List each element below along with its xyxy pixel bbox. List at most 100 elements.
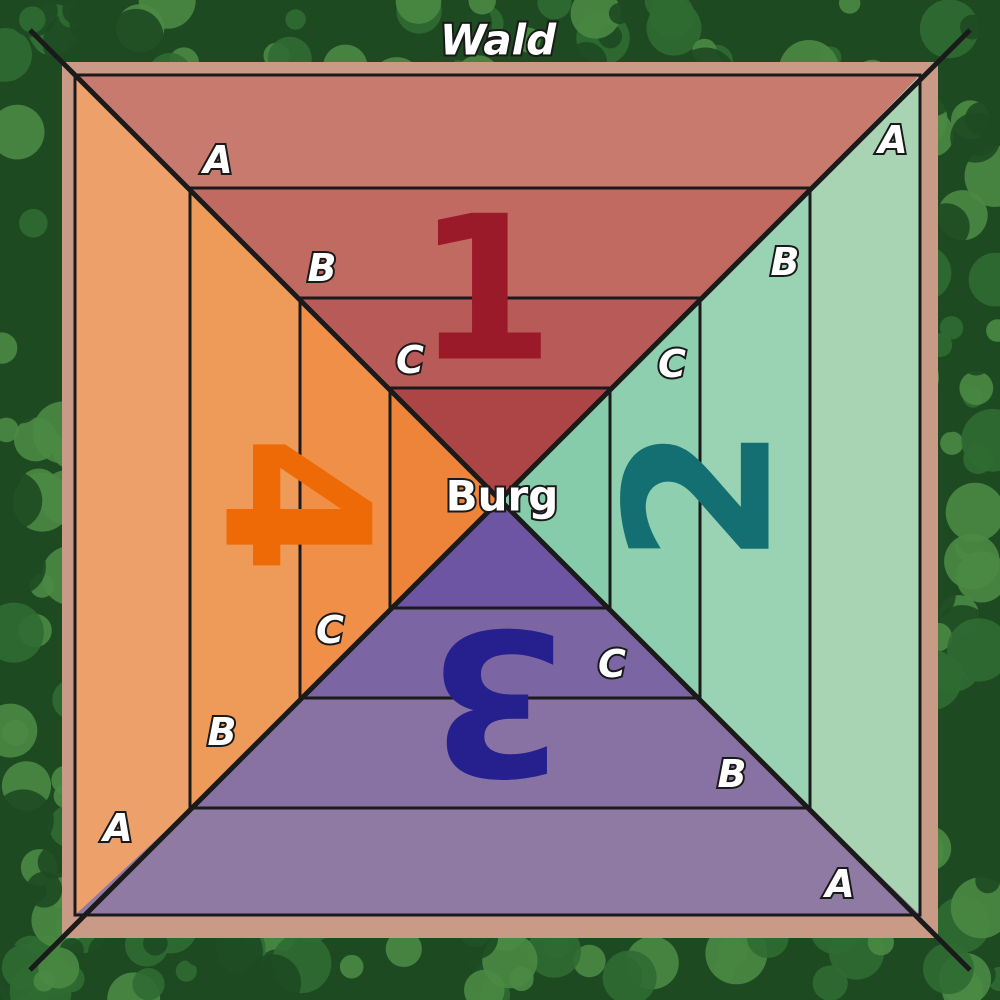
ring-label-left-b: B — [208, 710, 237, 754]
tree-clump — [939, 316, 964, 340]
quadrant-1-ring-1[interactable] — [75, 75, 920, 188]
ring-label-left-c: C — [316, 608, 344, 652]
tree-clump — [0, 280, 25, 306]
quadrant-4-ring-1[interactable] — [75, 75, 190, 915]
ring-label-left-a: A — [100, 806, 132, 850]
quadrant-2-ring-4[interactable] — [500, 388, 610, 608]
quadrant-number-1: 1 — [415, 174, 554, 407]
ring-outline-1 — [73, 73, 922, 917]
ring-label-top-c: C — [396, 338, 424, 382]
tree-clump — [839, 0, 861, 14]
tree-clump — [468, 0, 496, 15]
quadrant-4-ring-2[interactable] — [190, 188, 300, 808]
ring-label-top-b: B — [308, 246, 337, 290]
tree-clump — [19, 208, 48, 238]
quadrant-3-ring-3[interactable] — [300, 608, 700, 698]
tree-clump — [0, 471, 43, 531]
tree-clump — [132, 968, 165, 1000]
quadrant-number-4: 4 — [179, 435, 412, 574]
tree-clump — [19, 6, 46, 33]
ring-outline-2 — [188, 186, 812, 810]
castle-label: Burg — [446, 472, 559, 521]
tree-clump — [537, 0, 572, 20]
tree-clump — [986, 319, 1000, 342]
ring-label-bottom-a: A — [822, 862, 854, 906]
tree-clump — [602, 950, 657, 1000]
tree-clump — [2, 386, 40, 424]
tree-clump — [385, 930, 422, 968]
tree-clump — [956, 551, 1000, 603]
quadrant-4-ring-3[interactable] — [300, 298, 390, 698]
tree-clump — [933, 401, 964, 433]
tree-clump — [573, 944, 606, 978]
tree-clump — [515, 27, 541, 53]
tree-clump — [965, 101, 999, 136]
tree-clump — [0, 703, 38, 758]
tree-clump — [243, 954, 302, 1000]
tree-clump — [945, 482, 1000, 542]
tree-clump — [960, 345, 992, 376]
tree-clump — [812, 965, 848, 1000]
tree-clump — [0, 28, 32, 82]
quadrant-field — [75, 75, 920, 915]
tree-clump — [38, 947, 80, 989]
tree-clump — [41, 432, 63, 454]
tree-clump — [771, 977, 812, 1000]
ring-label-right-b: B — [771, 240, 800, 284]
tree-clump — [777, 0, 805, 27]
quadrant-3-ring-4[interactable] — [390, 500, 610, 608]
ring-label-bottom-c: C — [598, 642, 626, 686]
tree-clump — [509, 966, 534, 991]
tree-clump — [968, 252, 1000, 307]
tree-clump — [339, 954, 364, 979]
quadrant-4-ring-4[interactable] — [390, 388, 500, 608]
tree-clump — [0, 602, 44, 663]
tree-clump — [0, 789, 54, 851]
tree-clump — [62, 0, 91, 25]
quadrant-3-ring-2[interactable] — [190, 698, 810, 808]
ring-outline-3 — [298, 296, 702, 700]
quadrant-1-ring-3[interactable] — [300, 298, 700, 388]
tree-clump — [940, 431, 964, 455]
quadrant-1-ring-4[interactable] — [390, 388, 610, 500]
tree-clump — [0, 538, 46, 595]
tree-clump — [861, 0, 911, 30]
tree-clump — [608, 2, 631, 25]
tree-clump — [236, 34, 260, 58]
tree-clump — [0, 104, 45, 160]
ring-label-bottom-b: B — [718, 752, 747, 796]
tree-clump — [285, 9, 306, 30]
forest-label: Wald — [440, 16, 557, 65]
tree-clump — [0, 417, 19, 443]
tree-clump — [26, 871, 63, 908]
tree-clump — [175, 960, 197, 982]
diagonal-line-anti — [28, 28, 972, 972]
tree-clump — [963, 444, 994, 474]
tree-clump — [108, 8, 164, 64]
ring-label-right-c: C — [658, 342, 686, 386]
tree-clump — [947, 618, 1000, 682]
tree-clump — [923, 943, 974, 995]
tree-clump — [358, 970, 402, 1000]
quadrant-1-ring-2[interactable] — [190, 188, 810, 298]
quadrant-2-ring-2[interactable] — [700, 188, 810, 808]
quadrant-number-3: 3 — [427, 584, 566, 817]
quadrant-number-2: 2 — [584, 425, 817, 564]
tree-clump — [919, 0, 979, 59]
quadrant-2-ring-1[interactable] — [810, 75, 920, 915]
tree-clump — [959, 371, 994, 405]
tree-clump — [450, 23, 488, 61]
tree-clump — [570, 0, 621, 39]
tree-clump — [644, 0, 686, 21]
tree-clump — [985, 691, 1000, 718]
quadrant-3-ring-1[interactable] — [75, 808, 920, 915]
ring-grid-lines — [73, 73, 922, 917]
ring-label-top-a: A — [200, 138, 232, 182]
tree-clump — [464, 969, 505, 1000]
tree-clump — [0, 332, 18, 364]
ring-outline-4 — [388, 386, 612, 610]
tree-clump — [975, 868, 1000, 894]
quadrant-2-ring-3[interactable] — [610, 298, 700, 698]
ring-label-right-a: A — [875, 118, 907, 162]
